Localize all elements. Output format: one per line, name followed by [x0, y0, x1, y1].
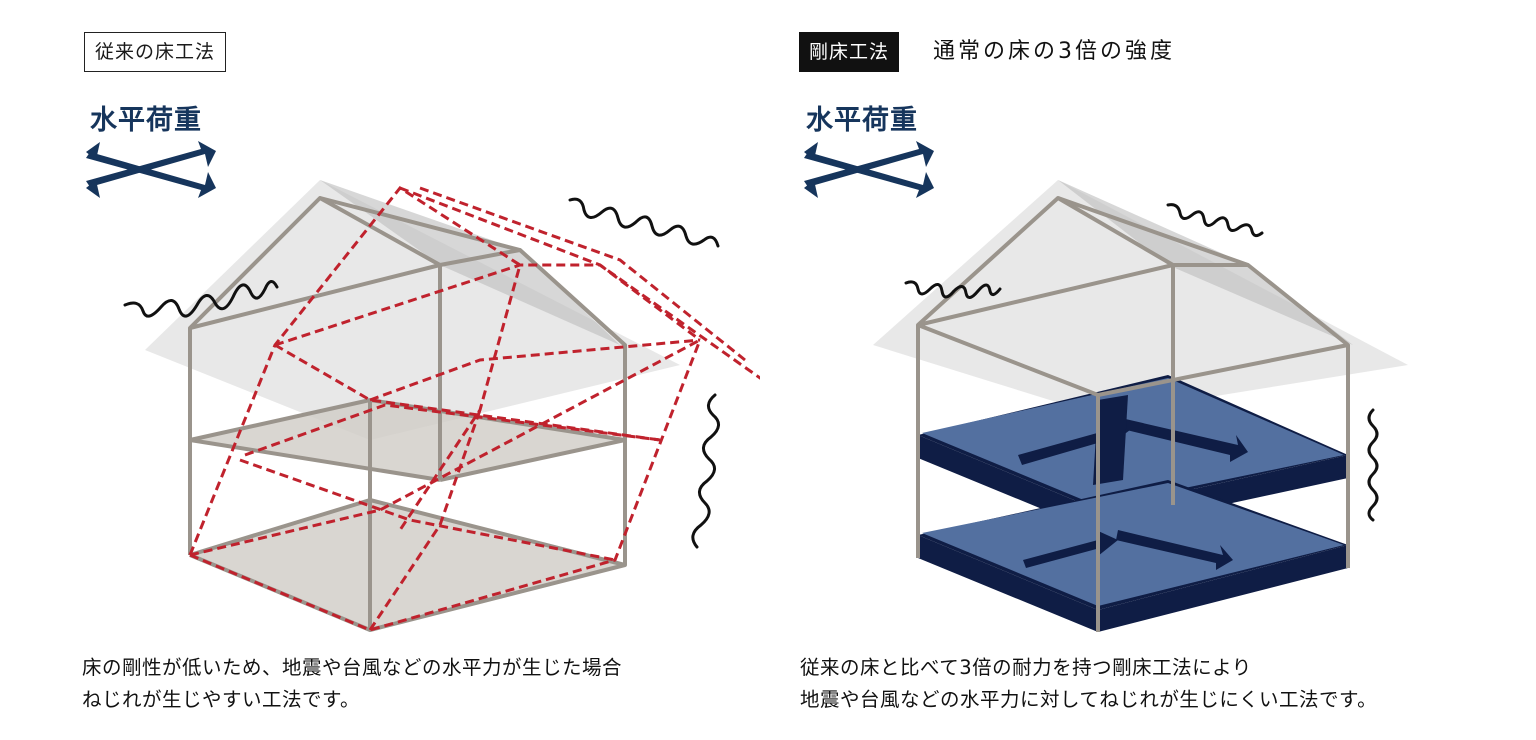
ground-floor-plane	[190, 500, 625, 630]
wavy-line-icon	[123, 197, 720, 549]
caption-line-2: 地震や台風などの水平力に対してねじれが生じにくい工法です。	[800, 688, 1378, 711]
conventional-method-tag: 従来の床工法	[84, 32, 227, 72]
torsion-distortion-lines	[188, 186, 760, 632]
roof-plane	[145, 180, 680, 440]
lower-rigid-floor	[918, 480, 1348, 632]
caption-line-2: ねじれが生じやすい工法です。	[82, 688, 361, 711]
crossed-double-arrow-icon	[804, 141, 934, 198]
house-frame	[188, 196, 627, 632]
conventional-caption: 床の剛性が低いため、地震や台風などの水平力が生じた場合 ねじれが生じやすい工法で…	[82, 652, 622, 716]
house-frame	[916, 196, 1350, 632]
rigid-floor-panel: 剛床工法 通常の床の3倍の強度 水平荷重	[768, 0, 1528, 740]
rigid-floor-house-diagram	[804, 141, 1408, 632]
horizontal-load-label: 水平荷重	[90, 105, 202, 136]
conventional-house-diagram	[86, 141, 760, 632]
upper-rigid-floor	[918, 375, 1348, 532]
caption-line-1: 従来の床と比べて3倍の耐力を持つ剛床工法により	[800, 656, 1252, 679]
rigid-floor-tag: 剛床工法	[799, 32, 900, 72]
crossed-double-arrow-icon	[86, 141, 216, 198]
strength-note: 通常の床の3倍の強度	[933, 39, 1175, 64]
horizontal-load-label: 水平荷重	[806, 105, 918, 136]
force-distribution-arrows	[1018, 395, 1248, 570]
rigid-floor-caption: 従来の床と比べて3倍の耐力を持つ剛床工法により 地震や台風などの水平力に対してね…	[800, 652, 1377, 716]
roof-plane	[873, 180, 1408, 415]
wavy-line-icon	[904, 203, 1379, 522]
upper-floor-plane	[190, 400, 625, 480]
caption-line-1: 床の剛性が低いため、地震や台風などの水平力が生じた場合	[82, 656, 623, 679]
conventional-floor-panel: 従来の床工法 水平荷重	[0, 0, 760, 740]
